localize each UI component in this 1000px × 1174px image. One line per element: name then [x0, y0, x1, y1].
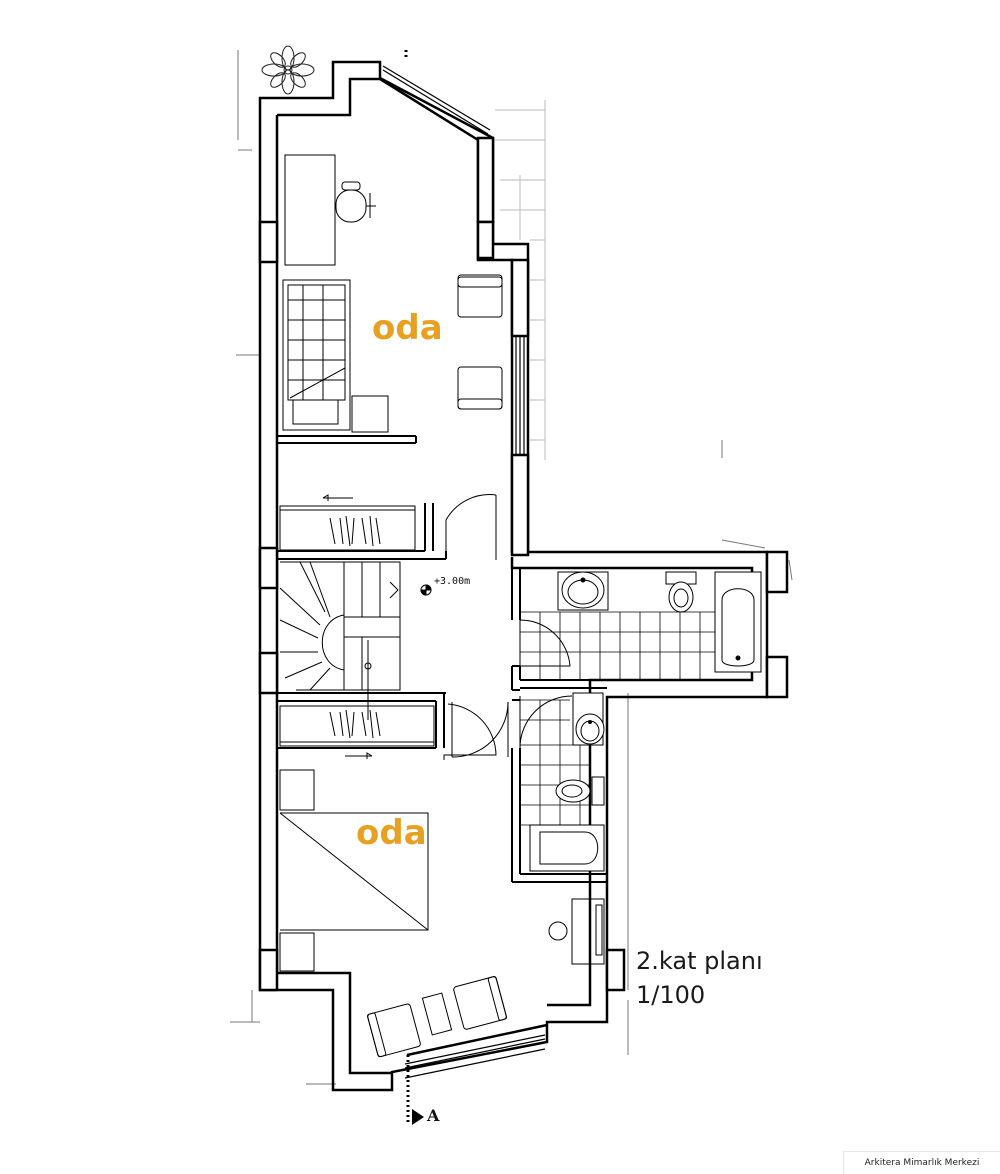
bed-icon [282, 279, 389, 433]
room-label-top: oda [372, 308, 443, 348]
desk-bottom [548, 898, 605, 965]
window-right [515, 335, 525, 455]
interior-walls [277, 435, 607, 883]
plant-icon [261, 45, 315, 95]
bathroom-tiles-1 [520, 611, 715, 680]
window-top [382, 65, 491, 135]
section-label: A [427, 1106, 440, 1125]
sink-icon [557, 571, 609, 611]
door-swing-icon [443, 494, 573, 760]
bathtub-icon [714, 571, 762, 673]
chair-icon [335, 181, 376, 223]
window-bottom [404, 1034, 546, 1079]
columns [258, 136, 789, 992]
site-lines [230, 50, 793, 1085]
credit-label: Arkitera Mimarlık Merkezi [843, 1151, 1000, 1174]
plan-title: 2.kat planı 1/100 [636, 944, 763, 1012]
toilet-icon-2 [555, 776, 605, 806]
armchair-icon [457, 274, 503, 410]
elevation-label: +3.00m [434, 576, 471, 587]
bathtub-icon-2 [529, 824, 605, 872]
plan-scale: 1/100 [636, 981, 706, 1009]
toilet-icon [665, 571, 697, 613]
stair-icon [279, 561, 401, 720]
plan-title-name: 2.kat planı [636, 947, 763, 975]
bed-bottom [279, 769, 429, 972]
garden-hatch [495, 100, 546, 460]
sink-icon-2 [572, 692, 605, 746]
armchair-bottom [367, 976, 507, 1058]
desk-top [284, 154, 336, 266]
room-label-bottom: oda [356, 813, 427, 853]
wardrobe-icon [279, 494, 435, 759]
section-arrow-icon [406, 1055, 424, 1125]
elevation-icon [420, 584, 432, 596]
